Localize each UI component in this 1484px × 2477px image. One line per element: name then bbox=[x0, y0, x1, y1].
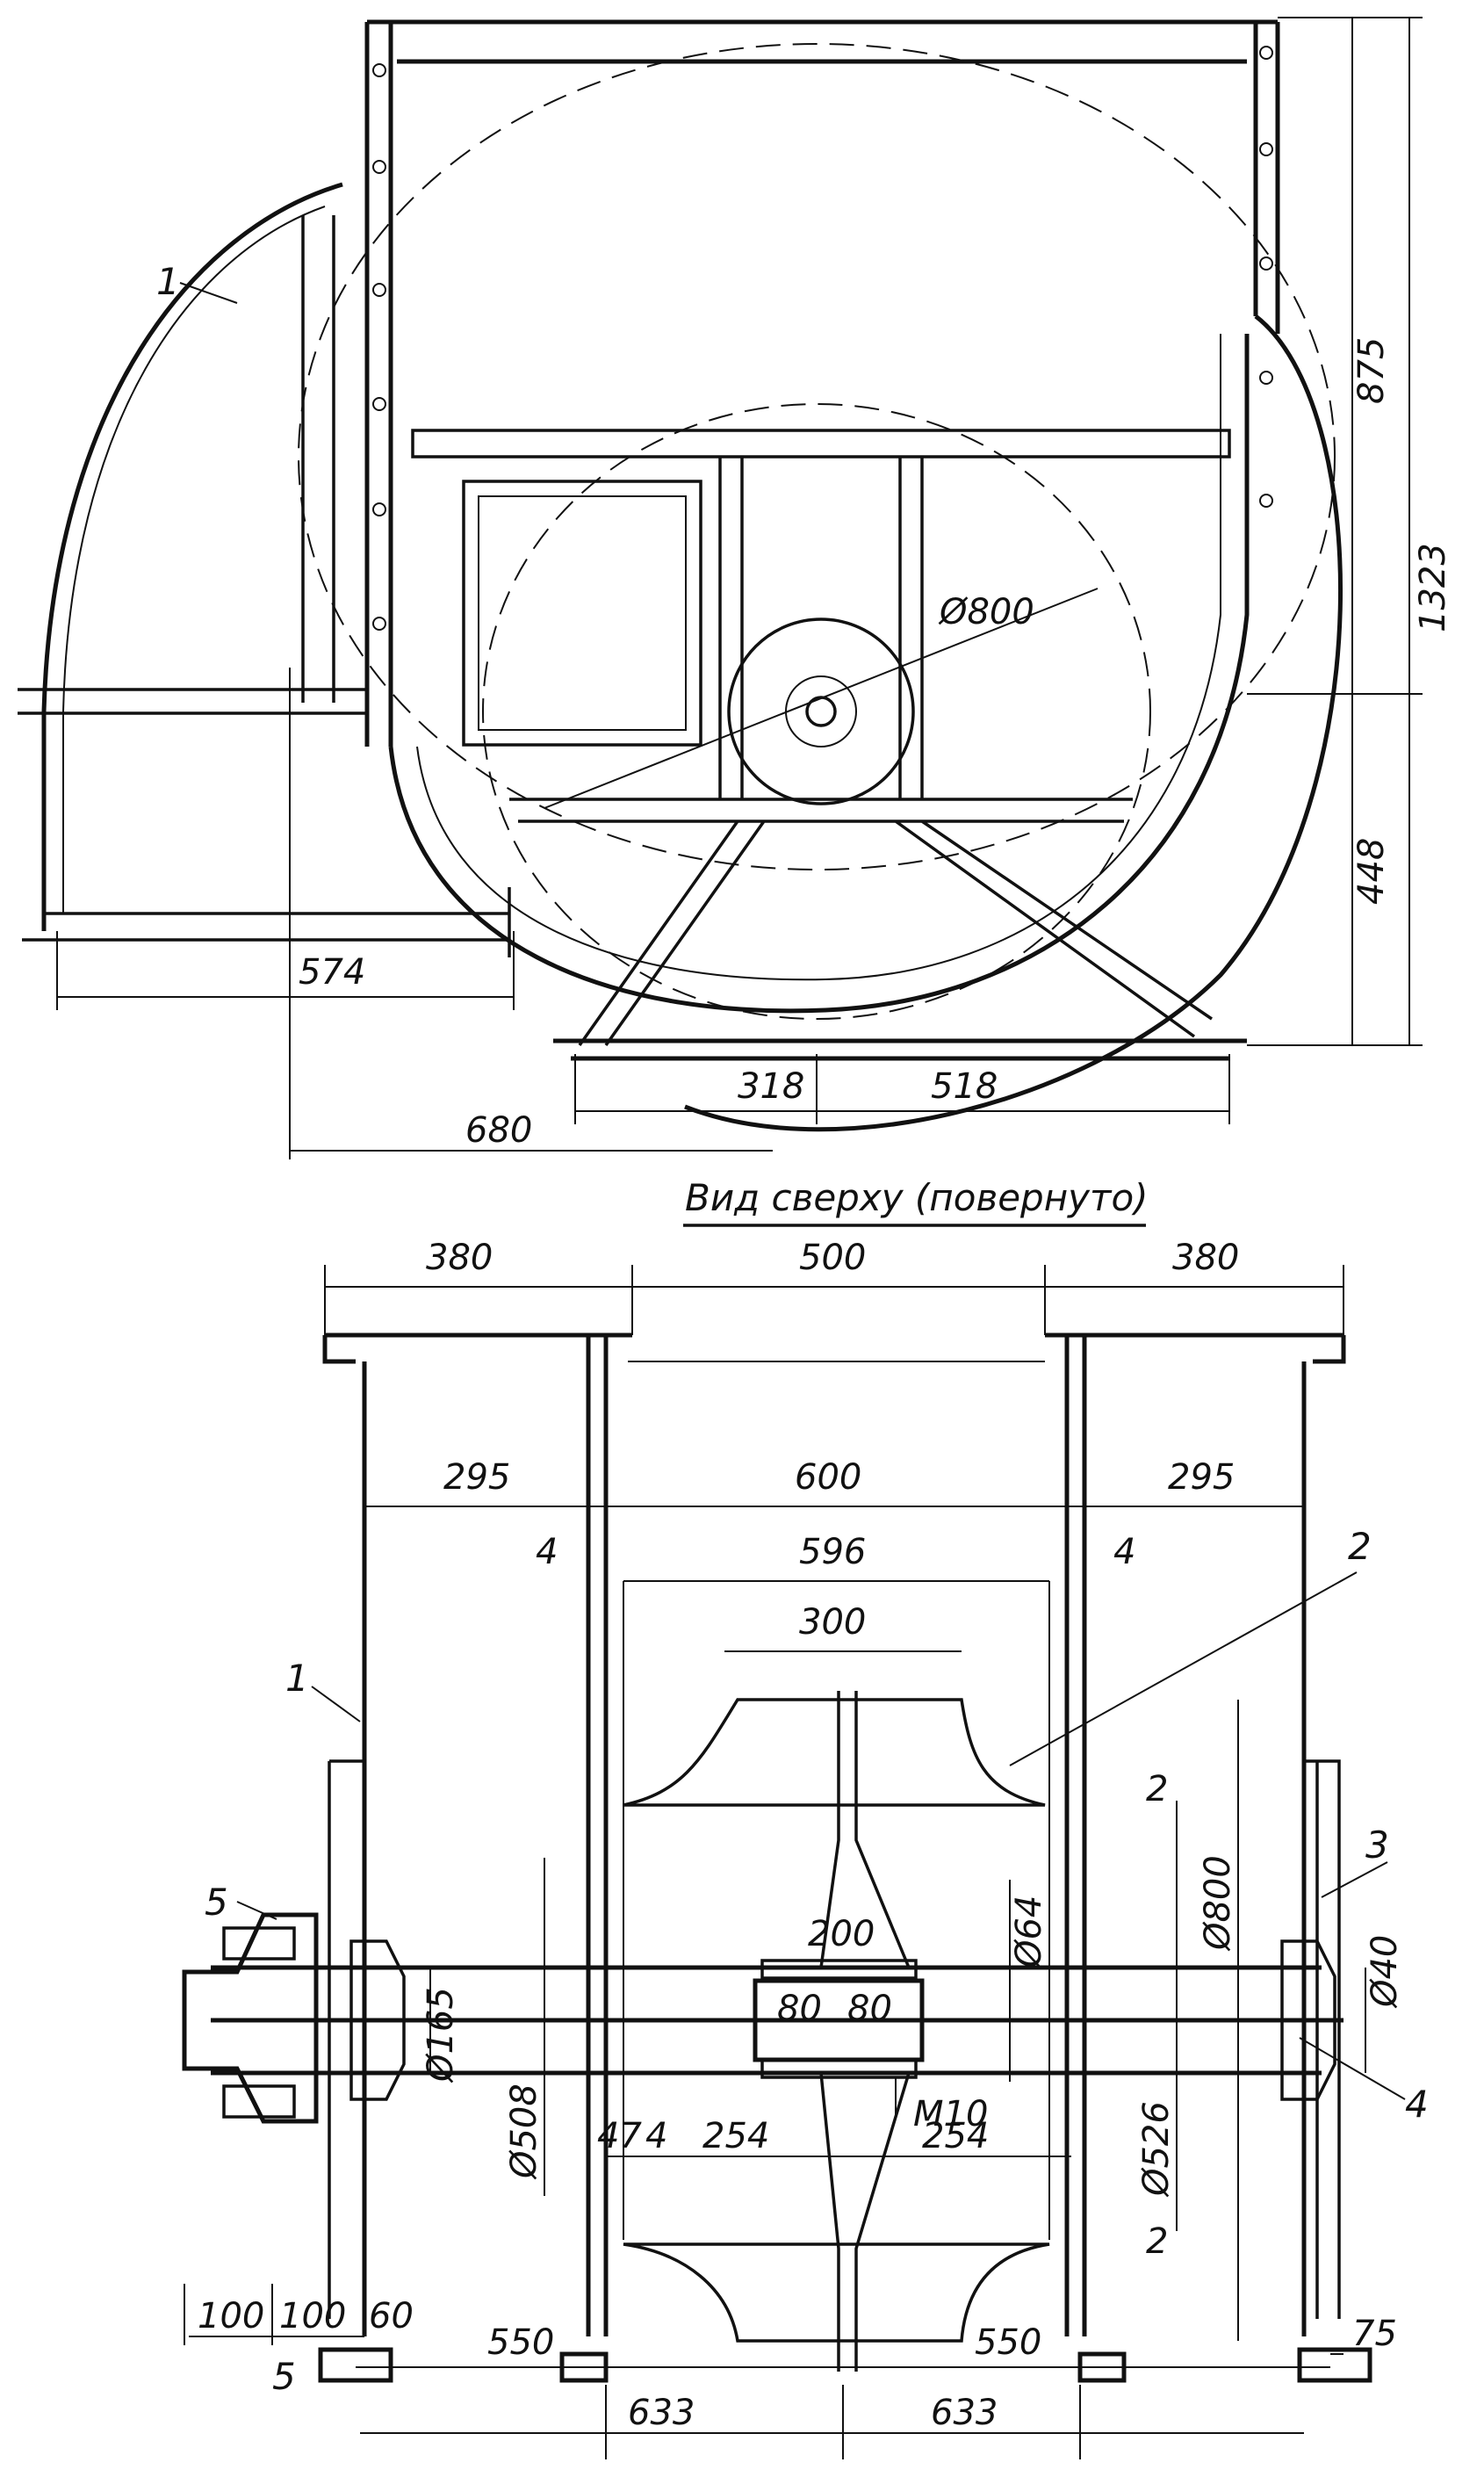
bearing-bracket-right bbox=[1304, 1759, 1341, 2319]
impeller-inner-circle bbox=[482, 403, 1151, 1020]
impeller-blade-lower bbox=[623, 2242, 1050, 2343]
inner-wall-lines bbox=[623, 1361, 1050, 2240]
coupling-bolts bbox=[222, 1926, 296, 2119]
hub-plate-bottom bbox=[760, 2058, 918, 2079]
dim-380-left: 380 bbox=[426, 1238, 493, 1278]
inner-dim-lines bbox=[184, 1700, 1366, 2459]
volute-inner-line bbox=[62, 206, 326, 914]
impeller-outer-circle bbox=[298, 43, 1336, 870]
dim-600: 600 bbox=[795, 1457, 861, 1498]
wheel-diameter-label: Ø800 bbox=[938, 592, 1034, 632]
bearing-bracket-left bbox=[328, 1759, 366, 2319]
dim-4-left: 4 bbox=[536, 1532, 558, 1572]
bearing-hub-outer bbox=[727, 617, 915, 805]
dim-300: 300 bbox=[799, 1602, 866, 1643]
top-view-title: Вид сверху (повернуто) bbox=[685, 1176, 1149, 1219]
dim-60: 60 bbox=[369, 2296, 414, 2336]
dim-d800: Ø800 bbox=[1198, 1855, 1238, 1952]
dim-2-top: 2 bbox=[1146, 1769, 1168, 1809]
dim-550-right: 550 bbox=[975, 2322, 1041, 2363]
left-bearing bbox=[349, 1939, 406, 2101]
dim-596: 596 bbox=[799, 1532, 866, 1572]
side-plate bbox=[18, 215, 369, 715]
wheel-casing bbox=[388, 334, 1250, 1014]
dim-875: 875 bbox=[1351, 337, 1392, 404]
base-feet bbox=[318, 2347, 1372, 2383]
shaft bbox=[211, 1965, 1344, 2076]
base-left bbox=[22, 887, 511, 957]
dim-200: 200 bbox=[808, 1914, 875, 1954]
bottom-horizontal-dimensions bbox=[56, 668, 1230, 1159]
flange-bolts bbox=[372, 46, 1273, 631]
dim-500: 500 bbox=[799, 1238, 866, 1278]
access-door-outer bbox=[462, 480, 702, 747]
dim-d40: Ø40 bbox=[1365, 1935, 1405, 2009]
top-view: Вид сверху (повернуто) 380 500 380 295 6… bbox=[182, 1176, 1429, 2459]
dim-574: 574 bbox=[299, 952, 365, 993]
dim-518: 518 bbox=[931, 1066, 998, 1107]
callout-leaders bbox=[236, 1571, 1406, 2100]
impeller-disc bbox=[819, 1691, 911, 2372]
dim-295-right: 295 bbox=[1168, 1457, 1235, 1498]
callout-4-top-view: 4 bbox=[1405, 2083, 1429, 2126]
upper-housing bbox=[364, 19, 1280, 747]
callout-5-top: 5 bbox=[205, 1881, 228, 1924]
dim-d165: Ø165 bbox=[421, 1987, 461, 2083]
dim-2-bottom: 2 bbox=[1146, 2221, 1168, 2262]
dim-d508: Ø508 bbox=[504, 2083, 544, 2180]
callout-3-top-view: 3 bbox=[1365, 1823, 1389, 1867]
dim-550-left: 550 bbox=[487, 2322, 554, 2363]
right-vertical-dimensions bbox=[1247, 17, 1423, 1046]
dim-80-left: 80 bbox=[777, 1989, 822, 2029]
callout-1-top-view: 1 bbox=[285, 1657, 309, 1700]
hub-plate-top bbox=[760, 1959, 918, 1980]
base-plate bbox=[553, 1038, 1247, 1061]
dim-254-left: 254 bbox=[702, 2116, 769, 2156]
dim-680: 680 bbox=[465, 1110, 532, 1151]
dim-47: 47 bbox=[597, 2116, 642, 2156]
dim-1323: 1323 bbox=[1413, 543, 1453, 632]
top-dim-lines bbox=[324, 1265, 1344, 1652]
dim-4-right: 4 bbox=[1113, 1532, 1135, 1572]
inlet-flanges bbox=[322, 1332, 1346, 1364]
coupling bbox=[182, 1912, 319, 2124]
dim-m10: M10 bbox=[913, 2094, 988, 2134]
impeller-blade-upper bbox=[623, 1698, 1046, 1807]
dim-4-mid: 4 bbox=[645, 2116, 667, 2156]
bearing-hub-mid bbox=[785, 675, 857, 747]
dim-254-right: 254 bbox=[922, 2116, 989, 2156]
wheel-casing-inner bbox=[416, 334, 1221, 981]
dim-d526: Ø526 bbox=[1136, 2101, 1177, 2198]
side-view: Ø800 875 1323 448 574 680 318 518 bbox=[18, 17, 1453, 1159]
callout-2-top-view: 2 bbox=[1348, 1525, 1372, 1568]
dim-295-left: 295 bbox=[443, 1457, 510, 1498]
dim-318: 318 bbox=[738, 1066, 804, 1107]
dim-448: 448 bbox=[1351, 838, 1392, 905]
dim-75: 75 bbox=[1352, 2314, 1397, 2354]
right-bearing bbox=[1280, 1939, 1336, 2101]
dim-80-right: 80 bbox=[847, 1989, 892, 2029]
volute-casing bbox=[41, 182, 1343, 1132]
callout-1-label: 1 bbox=[156, 260, 180, 303]
dim-633-right: 633 bbox=[931, 2393, 998, 2433]
access-door-inner bbox=[478, 495, 687, 731]
wheel-diameter-leader bbox=[544, 588, 1099, 809]
cross-beam bbox=[411, 429, 1231, 459]
callout-5-bottom: 5 bbox=[272, 2355, 296, 2398]
vertical-supports bbox=[718, 457, 924, 799]
dim-d64: Ø64 bbox=[1009, 1896, 1049, 1969]
dim-100-b: 100 bbox=[279, 2296, 346, 2336]
dim-380-right: 380 bbox=[1172, 1238, 1239, 1278]
dim-633-left: 633 bbox=[628, 2393, 695, 2433]
callout-1-leader bbox=[179, 282, 238, 304]
support-legs bbox=[509, 798, 1213, 1047]
dim-100-a: 100 bbox=[198, 2296, 264, 2336]
